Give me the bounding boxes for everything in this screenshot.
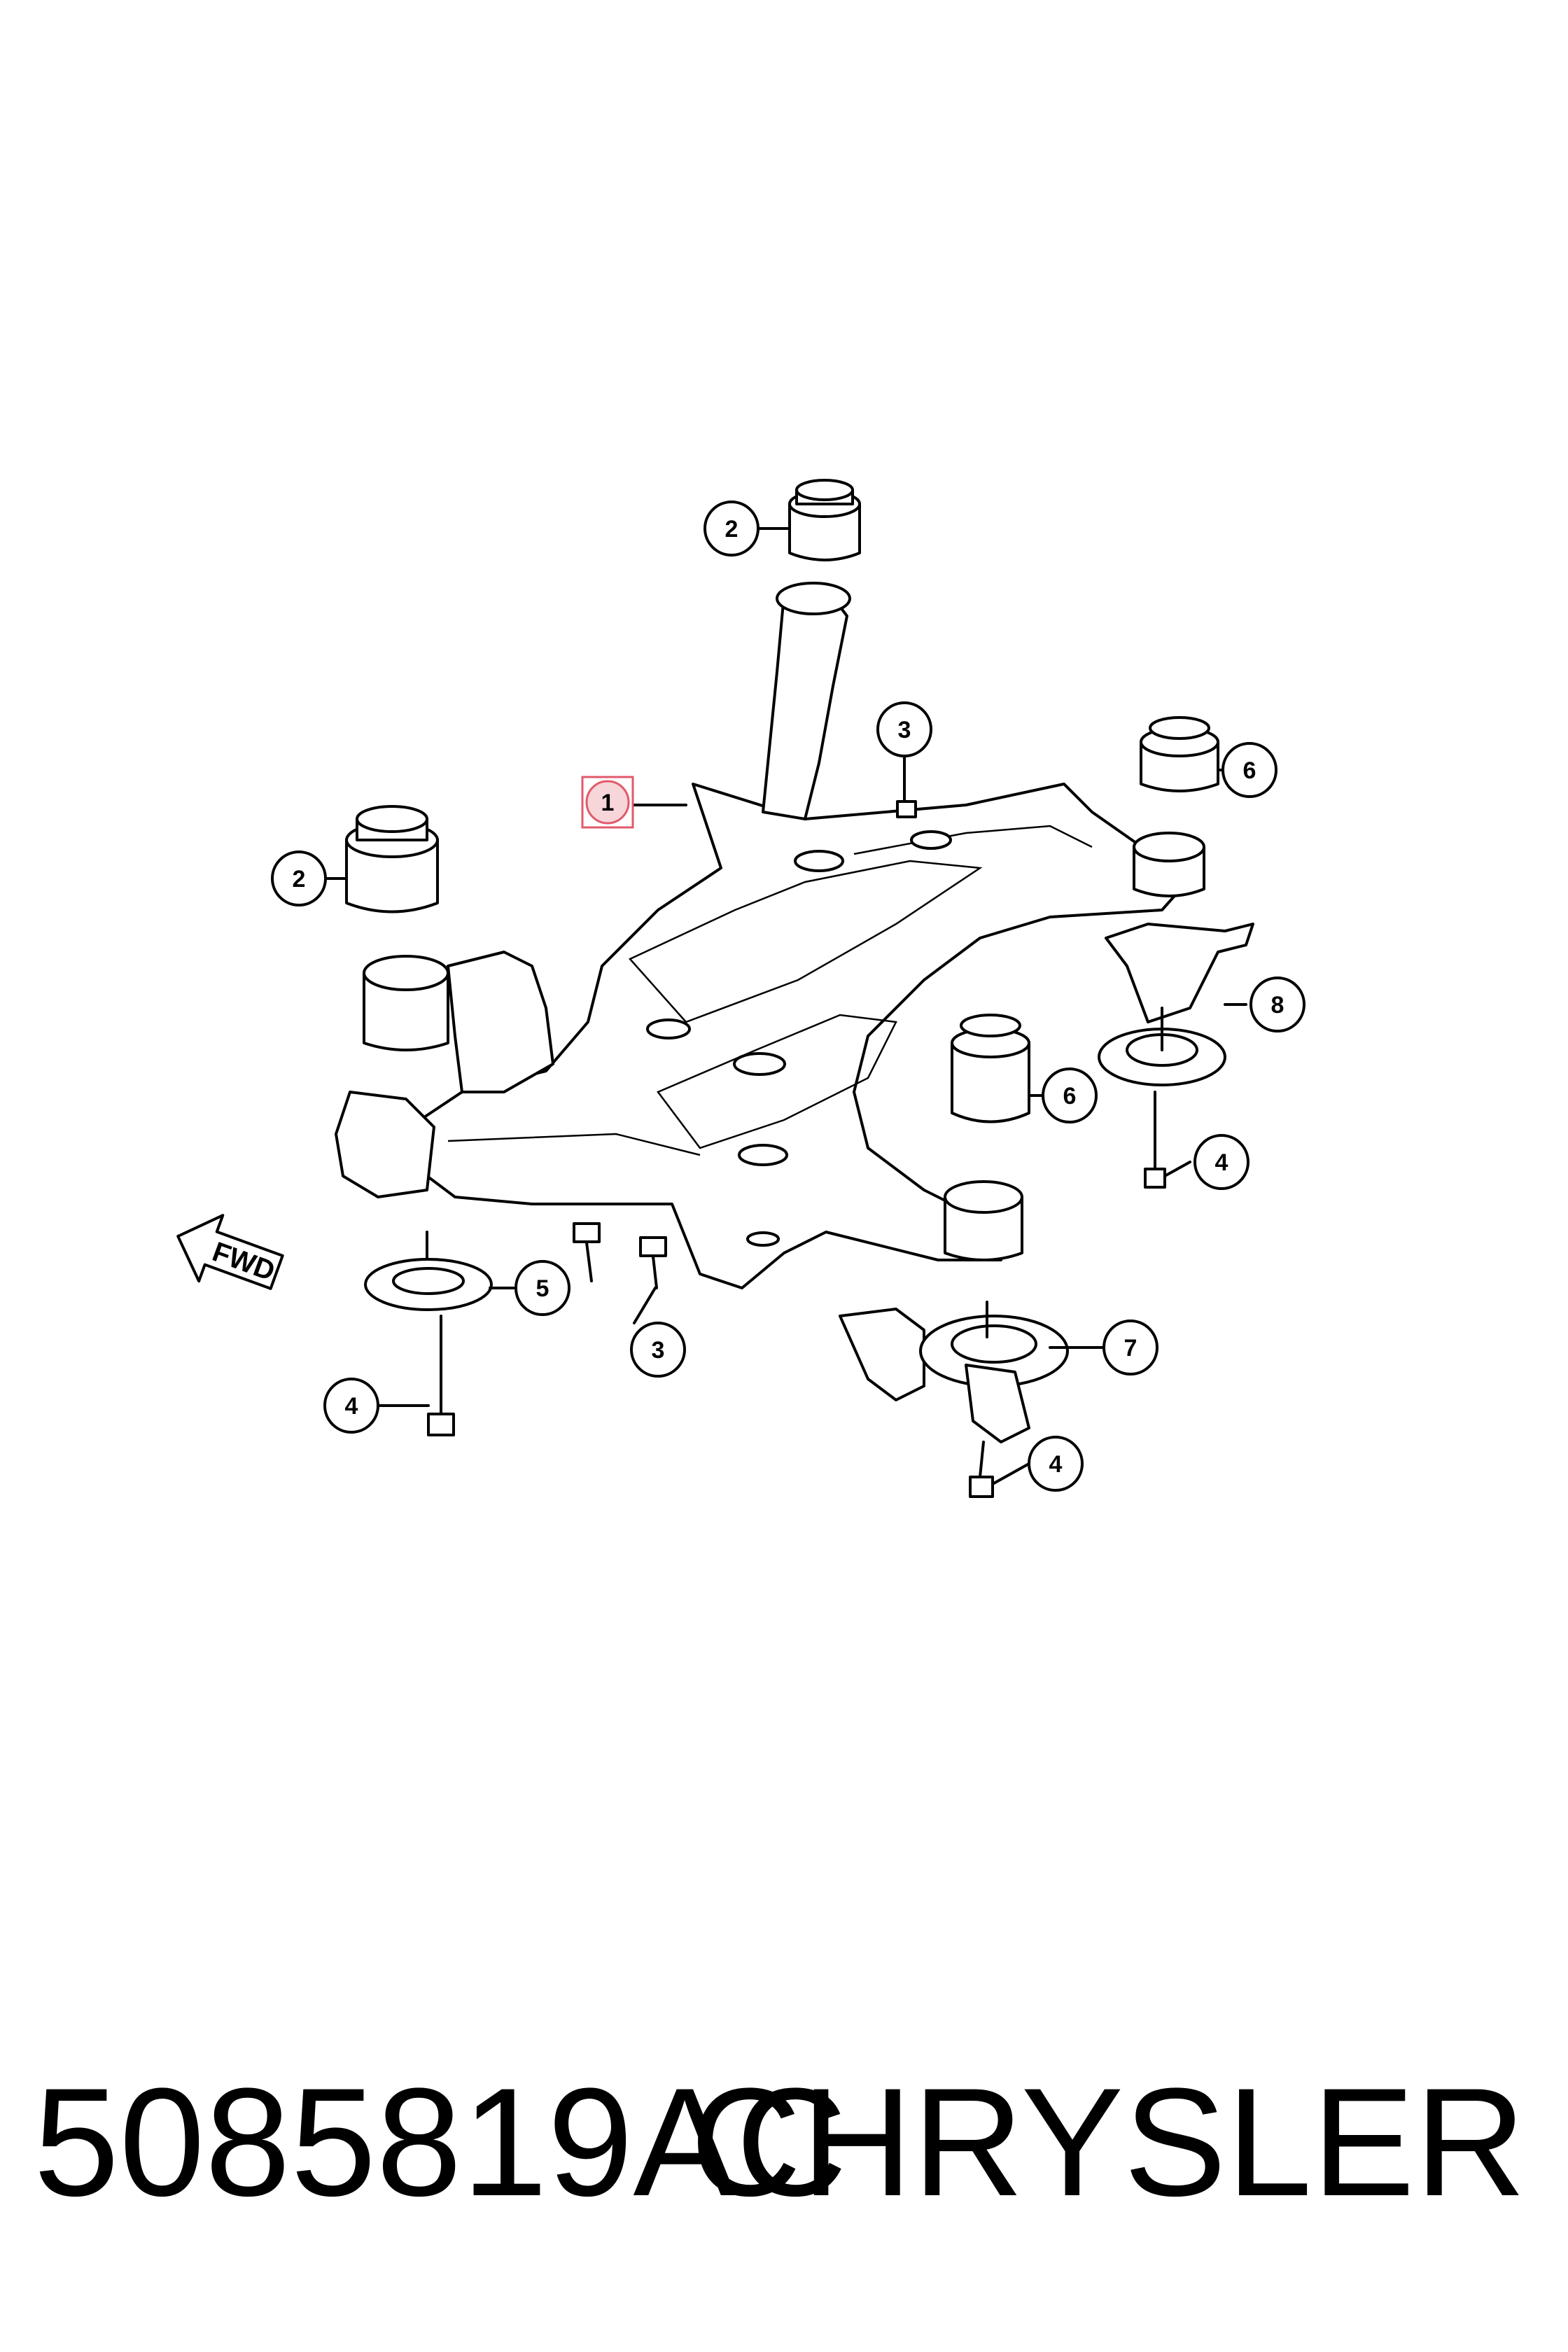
mount-left-washer [364,1231,493,1436]
callout-4-right: 4 [1194,1134,1250,1190]
callout-4-left: 4 [323,1378,379,1434]
bushing-left [345,805,439,913]
callout-4-bottom-label: 4 [1049,1451,1063,1478]
mount-right [1098,923,1254,1189]
callout-6-top: 6 [1222,742,1278,798]
callout-6-top-label: 6 [1243,757,1256,784]
crossmember-frame [335,582,1205,1289]
bushing-top [788,479,861,561]
bushing-right-middle [951,1014,1030,1124]
callout-5-label: 5 [536,1275,550,1302]
brand-name: CHRYSLER [690,2056,1526,2228]
callout-3-bottom-label: 3 [652,1337,665,1364]
callout-2-left-label: 2 [293,866,306,892]
callout-8-label: 8 [1271,992,1284,1018]
callout-6-middle: 6 [1042,1068,1098,1124]
mount-bottom [839,1301,1069,1498]
callout-2-top: 2 [704,500,760,556]
callout-3-top: 3 [876,701,932,757]
callout-7-label: 7 [1124,1335,1138,1362]
callout-2-top-label: 2 [725,516,738,542]
callout-4-left-label: 4 [345,1393,358,1420]
part-number: 5085819AC [34,2056,848,2228]
forward-direction-arrow: FWD [176,1214,284,1290]
callout-8: 8 [1250,976,1306,1032]
leader-lines [324,527,1247,1485]
callout-1-highlighted[interactable]: 1 [581,776,634,829]
bushing-right-top [1140,716,1219,792]
callout-6-middle-label: 6 [1063,1083,1077,1110]
callout-5: 5 [514,1260,570,1316]
bolt-pair-center [573,800,917,1289]
callout-7: 7 [1102,1320,1158,1376]
callout-2-left: 2 [271,850,327,906]
callout-1-label: 1 [601,790,615,816]
callout-4-bottom: 4 [1028,1436,1084,1492]
callout-3-top-label: 3 [898,717,911,743]
callout-3-bottom: 3 [630,1322,686,1378]
footer: 5085819AC CHRYSLER [0,2051,1568,2233]
callout-4-right-label: 4 [1215,1149,1228,1176]
